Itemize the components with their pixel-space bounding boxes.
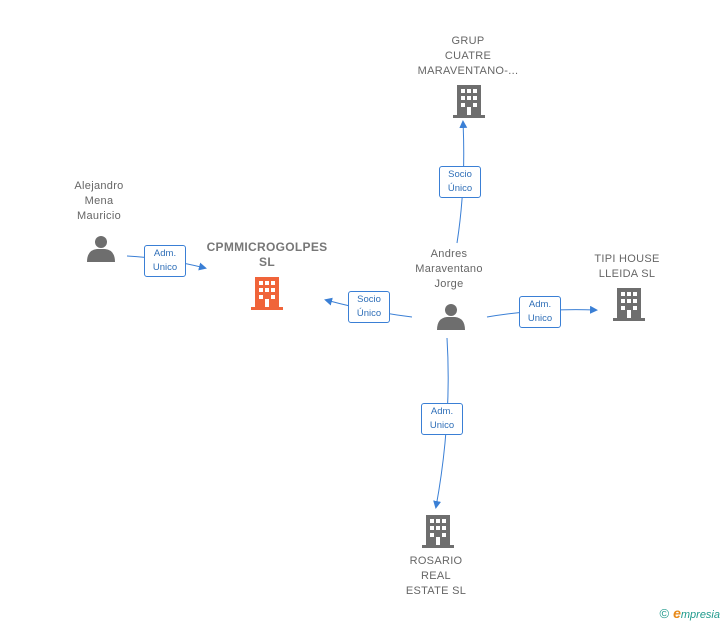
edge-label-andres-tipi: Adm. Unico — [519, 296, 561, 328]
person-icon[interactable] — [87, 236, 115, 262]
edge-label-andres-cpm: Socio Único — [348, 291, 390, 323]
edge-label-alejandro-cpm: Adm. Unico — [144, 245, 186, 277]
brand-logo: ©empresia — [659, 605, 720, 621]
person-icon[interactable] — [437, 304, 465, 330]
node-label-tipi-house[interactable]: TIPI HOUSE LLEIDA SL — [594, 253, 660, 280]
building-icon[interactable] — [453, 85, 485, 118]
edge-label-andres-grup: Socio Único — [439, 166, 481, 198]
building-icon-main[interactable] — [251, 277, 283, 310]
copyright-icon: © — [659, 606, 670, 621]
node-label-rosario[interactable]: ROSARIO REAL ESTATE SL — [405, 555, 467, 597]
node-label-andres[interactable]: Andres Maraventano Jorge — [415, 248, 483, 290]
node-label-alejandro[interactable]: Alejandro Mena Mauricio — [74, 180, 124, 222]
brand-name: mpresia — [680, 609, 720, 621]
edge-label-andres-rosario: Adm. Unico — [421, 403, 463, 435]
building-icon[interactable] — [422, 515, 454, 548]
node-label-grup[interactable]: GRUP CUATRE MARAVENTANO-... — [417, 35, 519, 77]
node-label-cpmmicrogolpes[interactable]: CPMMICROGOLPES SL — [206, 240, 328, 269]
building-icon[interactable] — [613, 288, 645, 321]
brand-initial: e — [673, 605, 681, 621]
